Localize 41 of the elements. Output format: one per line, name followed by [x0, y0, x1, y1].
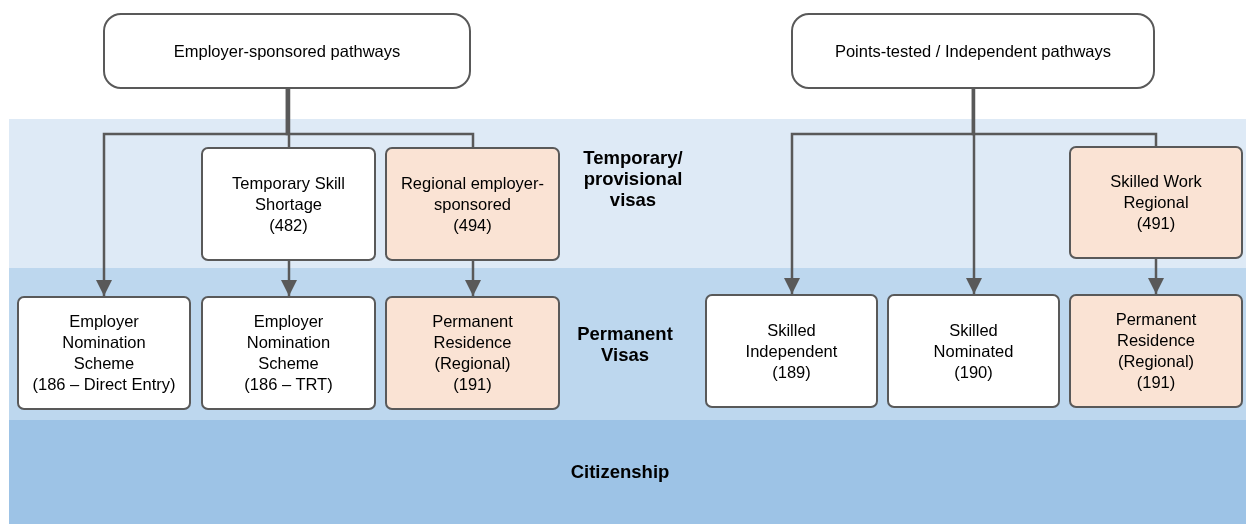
- visa-subclass: (189): [772, 361, 811, 383]
- tier-label: Citizenship: [569, 461, 671, 482]
- tier-label: Permanent Visas: [576, 323, 674, 365]
- visa-box: [705, 294, 878, 408]
- visa-box: [385, 147, 560, 261]
- visa-subclass: (186 – TRT): [244, 374, 333, 395]
- visa-name: Skilled Independent: [744, 319, 839, 362]
- visa-name: Permanent Residence (Regional): [1114, 309, 1198, 372]
- pathway-title: Employer-sponsored pathways: [173, 40, 401, 62]
- visa-box: [17, 296, 191, 410]
- pathway-box: [791, 13, 1155, 89]
- visa-box: [385, 296, 560, 410]
- visa-subclass: (494): [453, 214, 492, 236]
- visa-box: [887, 294, 1060, 408]
- tier-label: Temporary/ provisional visas: [582, 147, 684, 210]
- connector-arrow: [280, 261, 298, 296]
- visa-subclass: (191): [1136, 372, 1176, 393]
- pathway-box: [103, 13, 471, 89]
- visa-name: Permanent Residence (Regional): [431, 311, 514, 374]
- connector-arrow: [1147, 259, 1165, 294]
- visa-name: Skilled Work Regional: [1109, 171, 1203, 213]
- visa-name: Temporary Skill Shortage: [231, 172, 346, 215]
- visa-name: Regional employer-sponsored: [399, 172, 546, 215]
- visa-name: Skilled Nominated: [932, 319, 1015, 362]
- visa-subclass: (491): [1136, 213, 1176, 234]
- visa-subclass: (190): [954, 361, 993, 383]
- visa-box: [201, 147, 376, 261]
- visa-name: Employer Nomination Scheme: [61, 311, 147, 374]
- visa-subclass: (482): [269, 214, 308, 236]
- visa-box: [1069, 294, 1243, 408]
- visa-subclass: (191): [453, 374, 492, 395]
- visa-subclass: (186 – Direct Entry): [32, 374, 176, 395]
- connector-arrow: [464, 261, 482, 296]
- visa-name: Employer Nomination Scheme: [245, 311, 332, 374]
- visa-tier-band: [9, 420, 1246, 524]
- pathway-title: Points-tested / Independent pathways: [834, 40, 1112, 62]
- connector-arrow: [965, 89, 983, 294]
- visa-tier-band: [9, 119, 1246, 268]
- visa-box: [201, 296, 376, 410]
- visa-tier-band: [9, 268, 1246, 420]
- visa-box: [1069, 146, 1243, 259]
